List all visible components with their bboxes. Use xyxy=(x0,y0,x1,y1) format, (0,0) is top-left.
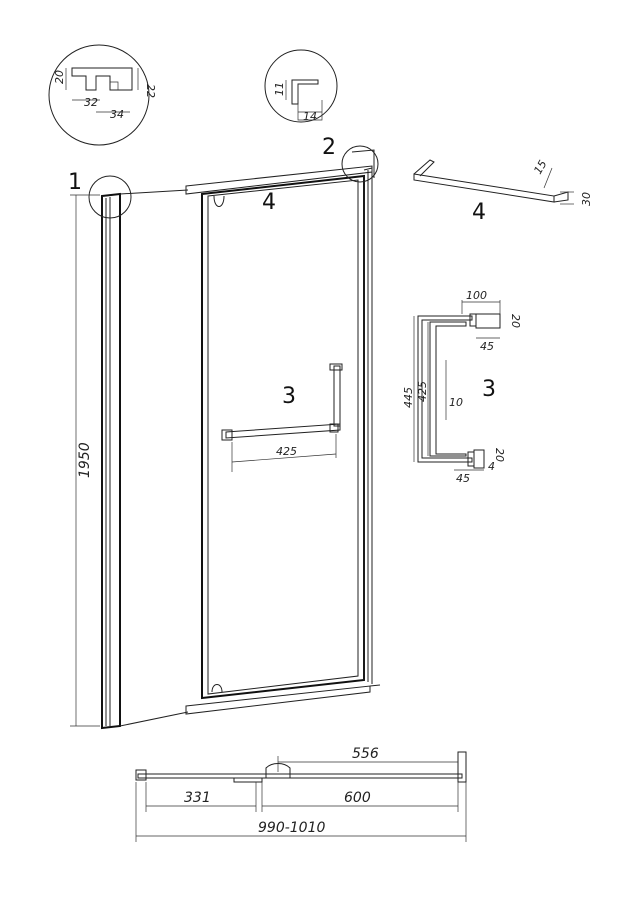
callout-4-main: 4 xyxy=(262,190,276,215)
detail-circle-2: 11 14 xyxy=(264,49,338,123)
handle-dim-20-bot: 20 xyxy=(493,448,506,462)
hinge-top xyxy=(213,195,225,207)
profile2-dim-11: 11 xyxy=(273,82,286,96)
plan-view: 556 331 600 990-1010 xyxy=(135,746,467,842)
profile1-dim-20: 20 xyxy=(53,70,66,84)
profile2-dim-14: 14 xyxy=(303,110,317,123)
handle-dim-10: 10 xyxy=(449,396,463,409)
detail-marker-2 xyxy=(341,145,379,183)
height-dimension: 1950 xyxy=(70,194,100,727)
handle-dim-100: 100 xyxy=(466,289,487,302)
profile1-dim-32: 32 xyxy=(84,96,98,109)
bar4-dim-30: 30 xyxy=(580,192,593,206)
plan-dim-600: 600 xyxy=(344,790,371,806)
detail-circle-1: 20 22 32 34 xyxy=(48,44,157,146)
plan-dim-556: 556 xyxy=(352,746,379,762)
door-panel xyxy=(185,145,381,715)
height-dim-1950: 1950 xyxy=(77,442,93,478)
profile1-dim-34: 34 xyxy=(110,108,124,121)
top-bar-detail: 15 30 xyxy=(413,158,593,206)
door-handle: 425 xyxy=(221,363,343,472)
handle-width-dim: 425 xyxy=(276,445,297,458)
callout-1: 1 xyxy=(68,170,82,195)
bar4-dim-15: 15 xyxy=(531,158,549,177)
handle-dim-45-bot: 45 xyxy=(456,472,470,485)
handle-dim-4: 4 xyxy=(488,460,495,473)
callout-3-main: 3 xyxy=(282,384,296,409)
profile1-dim-22: 22 xyxy=(144,84,157,98)
plan-dim-total: 990-1010 xyxy=(258,820,325,836)
handle-detail: 100 20 45 445 425 10 20 45 4 xyxy=(402,289,522,485)
hinge-bottom xyxy=(211,684,223,693)
handle-dim-45-top: 45 xyxy=(480,340,494,353)
handle-dim-445: 445 xyxy=(402,387,415,408)
handle-dim-20-top: 20 xyxy=(509,314,522,328)
callout-4-detail: 4 xyxy=(472,200,486,225)
handle-dim-425: 425 xyxy=(416,381,429,402)
plan-dim-331: 331 xyxy=(184,790,211,806)
detail-marker-1 xyxy=(88,175,132,219)
callout-3-detail: 3 xyxy=(482,377,496,402)
fixed-panel xyxy=(88,175,189,730)
callout-2: 2 xyxy=(322,135,336,160)
